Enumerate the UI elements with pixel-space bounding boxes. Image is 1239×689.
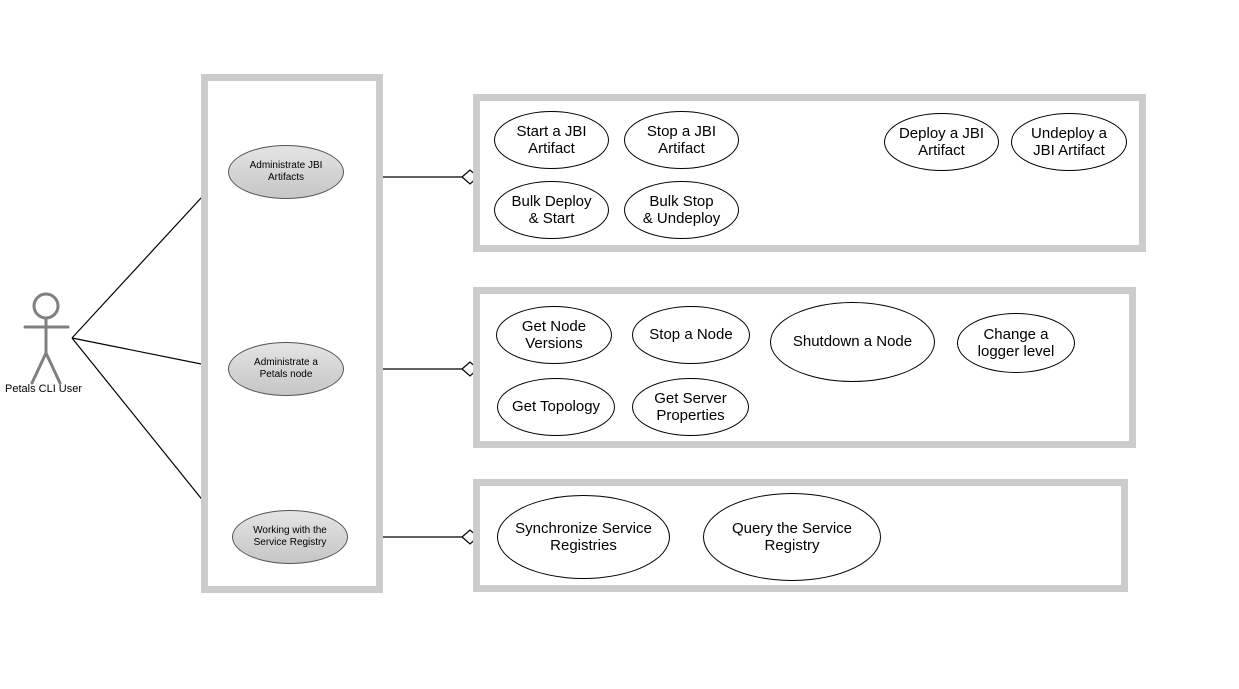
usecase-label-line1: Administrate a <box>254 356 318 368</box>
usecase-label-line2: Versions <box>525 335 583 352</box>
usecase-label-line1: Stop a Node <box>649 326 733 344</box>
usecase-working-with-the-service-registry[interactable]: Working with the Service Registry <box>232 510 348 564</box>
usecase-label-line1: Get Topology <box>511 398 601 416</box>
usecase-label-line1: Stop a JBI <box>646 122 717 140</box>
usecase-label-line1: Change a <box>983 325 1049 343</box>
usecase-label-line1: Deploy a JBI <box>898 124 985 142</box>
actor-label: Petals CLI User <box>5 383 83 395</box>
usecase-label-line2: Artifact <box>658 140 705 157</box>
usecase-label-line1: Query the Service <box>731 519 853 537</box>
usecase-get-topology[interactable]: Get Topology <box>497 378 615 436</box>
usecase-shutdown-a-node[interactable]: Shutdown a Node <box>770 302 935 382</box>
usecase-label-line2: Service Registry <box>253 537 327 548</box>
usecase-label-line1: Get Node <box>521 317 587 335</box>
usecase-label-line2: Artifacts <box>267 172 305 183</box>
usecase-administrate-jbi-artifacts[interactable]: Administrate JBI Artifacts <box>228 145 344 199</box>
usecase-stop-a-node[interactable]: Stop a Node <box>632 306 750 364</box>
usecase-query-the-service-registry[interactable]: Query the Service Registry <box>703 493 881 581</box>
usecase-label-line2: Petals node <box>259 369 313 380</box>
usecase-deploy-a-jbi-artifact[interactable]: Deploy a JBI Artifact <box>884 113 999 171</box>
usecase-label-line1: Start a JBI <box>516 122 587 140</box>
usecase-label-line1: Undeploy a <box>1031 124 1107 142</box>
usecase-label-line2: & Start <box>528 210 575 227</box>
usecase-undeploy-a-jbi-artifact[interactable]: Undeploy a JBI Artifact <box>1011 113 1127 171</box>
usecase-label-line2: Properties <box>656 407 725 424</box>
usecase-administrate-a-petals-node[interactable]: Administrate a Petals node <box>228 342 344 396</box>
usecase-label-line2: & Undeploy <box>642 210 721 227</box>
usecase-start-a-jbi-artifact[interactable]: Start a JBI Artifact <box>494 111 609 169</box>
usecase-get-server-properties[interactable]: Get Server Properties <box>632 378 749 436</box>
usecase-label-line2: Artifact <box>918 142 965 159</box>
usecase-change-a-logger-level[interactable]: Change a logger level <box>957 313 1075 373</box>
usecase-label-line1: Shutdown a Node <box>792 333 913 351</box>
usecase-get-node-versions[interactable]: Get Node Versions <box>496 306 612 364</box>
stick-figure-actor-icon <box>23 292 70 385</box>
usecase-stop-a-jbi-artifact[interactable]: Stop a JBI Artifact <box>624 111 739 169</box>
usecase-bulk-deploy-and-start[interactable]: Bulk Deploy & Start <box>494 181 609 239</box>
usecase-label-line1: Administrate JBI <box>249 159 323 171</box>
usecase-label-line2: Registries <box>550 537 617 554</box>
usecase-label-line1: Synchronize Service <box>515 519 652 537</box>
usecase-synchronize-service-registries[interactable]: Synchronize Service Registries <box>497 495 670 579</box>
usecase-label-line1: Get Server <box>654 389 727 407</box>
usecase-label-line2: JBI Artifact <box>1033 142 1105 159</box>
usecase-label-line1: Bulk Deploy <box>511 192 592 210</box>
usecase-label-line2: logger level <box>977 343 1055 360</box>
usecase-label-line1: Working with the <box>253 524 327 536</box>
usecase-label-line2: Registry <box>764 537 820 554</box>
usecase-bulk-stop-and-undeploy[interactable]: Bulk Stop & Undeploy <box>624 181 739 239</box>
usecase-label-line2: Artifact <box>528 140 575 157</box>
usecase-label-line1: Bulk Stop <box>649 192 714 210</box>
